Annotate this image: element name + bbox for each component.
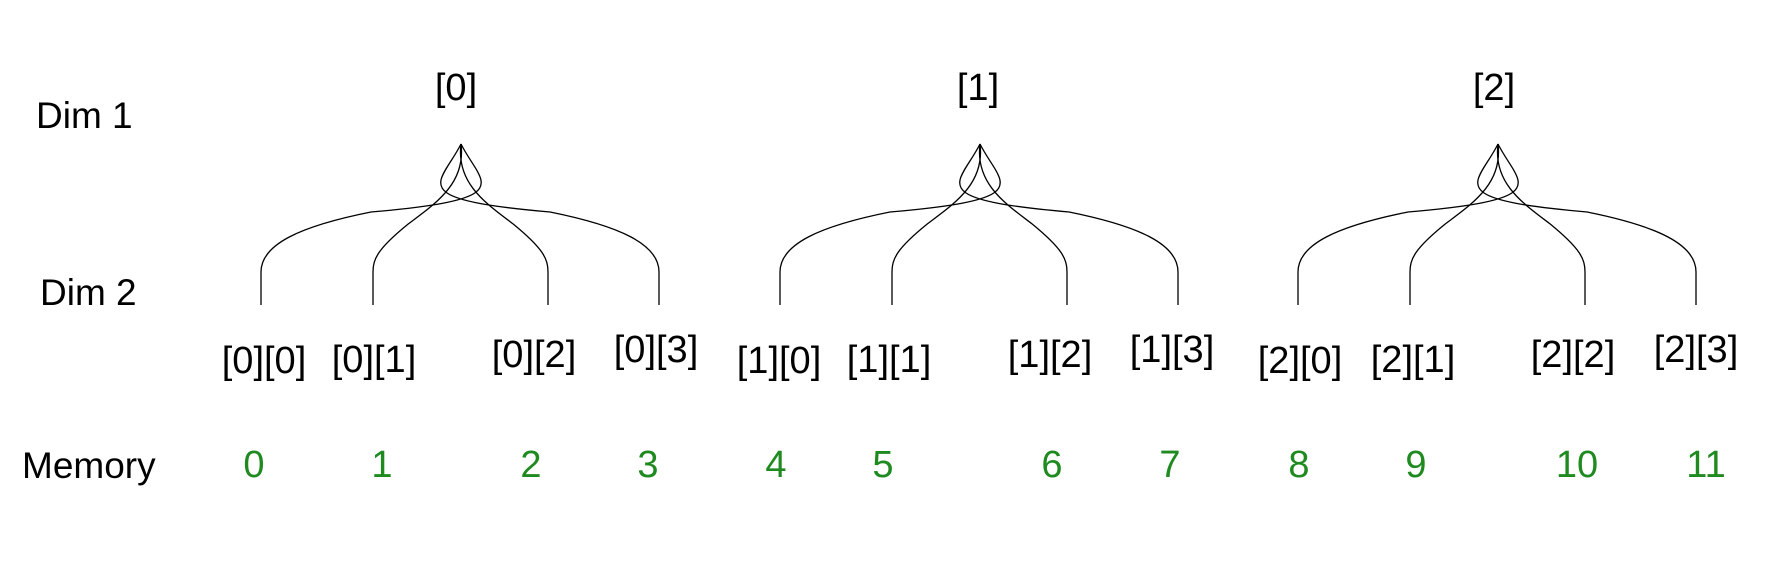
dim2-index-label: [0][2] xyxy=(492,334,577,376)
tree-layer: [0][0][0]0[0][1]1[0][2]2[0][3]3[1][1][0]… xyxy=(222,67,1739,486)
branch-line xyxy=(1477,143,1697,305)
dim2-index-label: [0][3] xyxy=(614,329,699,371)
branch-line xyxy=(260,143,482,305)
branch-line xyxy=(459,143,549,305)
memory-address-label: 2 xyxy=(520,444,541,486)
branch-line xyxy=(1496,143,1586,305)
dim2-index-label: [2][1] xyxy=(1371,339,1456,381)
memory-address-label: 6 xyxy=(1041,444,1062,486)
memory-address-label: 9 xyxy=(1405,444,1426,486)
dim2-row-label: Dim 2 xyxy=(40,272,137,313)
memory-address-label: 8 xyxy=(1288,444,1309,486)
branch-line xyxy=(779,143,1001,305)
branch-line xyxy=(978,143,1068,305)
memory-address-label: 10 xyxy=(1556,444,1598,486)
dim1-index-label: [1] xyxy=(957,67,999,109)
memory-address-label: 5 xyxy=(872,444,893,486)
branch-line xyxy=(1297,143,1519,305)
branch-line xyxy=(891,143,982,305)
dim1-index-label: [0] xyxy=(435,67,477,109)
dim2-index-label: [1][3] xyxy=(1130,329,1215,371)
tree-group: [0][0][0]0[0][1]1[0][2]2[0][3]3 xyxy=(222,67,699,486)
tree-group: [1] [1][0] 4 [1][1] 5 [1][2] 6 [1][3] 7 xyxy=(737,67,1215,486)
dim2-index-label: [1][0] xyxy=(737,340,822,382)
tree-group: [2] [2][0] 8 [2][1] 9 [2][2] 10 [2][3] 11 xyxy=(1258,67,1739,486)
memory-address-label: 3 xyxy=(637,444,658,486)
memory-address-label: 7 xyxy=(1159,444,1180,486)
dim2-index-label: [1][1] xyxy=(847,339,932,381)
dim1-row-label: Dim 1 xyxy=(36,95,133,136)
memory-address-label: 1 xyxy=(371,444,392,486)
dim1-index-label: [2] xyxy=(1473,67,1515,109)
dim2-index-label: [0][0] xyxy=(222,340,307,382)
branch-line xyxy=(372,143,463,305)
branch-line xyxy=(440,143,660,305)
memory-address-label: 4 xyxy=(765,444,786,486)
memory-address-label: 0 xyxy=(243,444,264,486)
memory-address-label: 11 xyxy=(1686,444,1725,486)
dim2-index-label: [2][2] xyxy=(1531,334,1616,376)
branch-line xyxy=(959,143,1179,305)
dim2-index-label: [0][1] xyxy=(332,339,417,381)
dim2-index-label: [2][3] xyxy=(1654,329,1739,371)
memory-row-label: Memory xyxy=(22,445,156,486)
dim2-index-label: [2][0] xyxy=(1258,340,1343,382)
dim2-index-label: [1][2] xyxy=(1008,334,1093,376)
branch-line xyxy=(1409,143,1500,305)
